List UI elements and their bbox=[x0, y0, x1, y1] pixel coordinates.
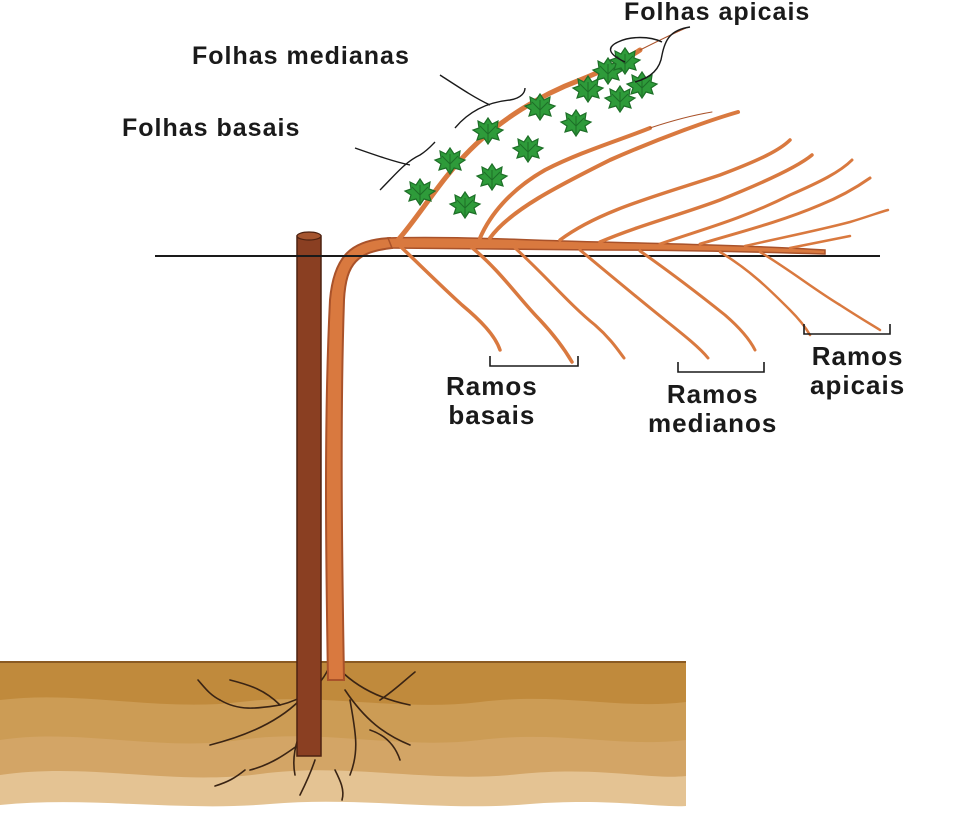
grape-leaf-icon bbox=[524, 93, 556, 121]
support-stake bbox=[296, 231, 322, 757]
label-ramos-apicais-line2: apicais bbox=[810, 370, 906, 401]
bracket-ramos-medianos bbox=[677, 362, 765, 373]
leader-apicais bbox=[634, 26, 691, 83]
grape-leaf-icon bbox=[626, 71, 658, 99]
label-ramos-basais-line2: basais bbox=[448, 400, 536, 431]
label-folhas-apicais: Folhas apicais bbox=[624, 0, 811, 26]
leader-medianas bbox=[439, 74, 491, 106]
bracket-ramos-basais bbox=[489, 356, 579, 367]
grape-leaf-icon bbox=[512, 135, 544, 163]
label-folhas-basais: Folhas basais bbox=[122, 114, 301, 142]
bracket-ramos-apicais bbox=[803, 324, 891, 335]
label-ramos-medianos-line1: Ramos bbox=[666, 379, 759, 409]
leader-basais bbox=[354, 147, 411, 166]
label-ramos-apicais-line1: Ramos bbox=[811, 341, 904, 371]
label-ramos-apicais: Ramos apicais bbox=[810, 341, 906, 401]
soil bbox=[0, 661, 686, 821]
grape-leaf-icon bbox=[434, 147, 466, 175]
grape-leaves bbox=[404, 47, 658, 219]
label-ramos-medianos: Ramos medianos bbox=[648, 379, 778, 439]
branch-label-brackets bbox=[489, 324, 891, 373]
vine-trunk bbox=[325, 236, 394, 681]
label-folhas-medianas: Folhas medianas bbox=[192, 42, 410, 70]
downward-shoots bbox=[398, 244, 882, 364]
label-ramos-basais-line1: Ramos bbox=[446, 371, 538, 401]
grape-leaf-icon bbox=[404, 178, 436, 206]
cordon-arm bbox=[386, 236, 826, 255]
grape-leaf-icon bbox=[604, 85, 636, 113]
label-ramos-medianos-line2: medianos bbox=[648, 408, 778, 439]
grape-leaf-icon bbox=[472, 117, 504, 145]
label-ramos-basais: Ramos basais bbox=[446, 371, 538, 431]
leaf-label-leaders bbox=[354, 26, 691, 191]
upward-shoots-outline bbox=[639, 27, 713, 129]
grape-leaf-icon bbox=[476, 163, 508, 191]
grape-leaf-icon bbox=[560, 109, 592, 137]
grape-leaf-icon bbox=[449, 191, 481, 219]
